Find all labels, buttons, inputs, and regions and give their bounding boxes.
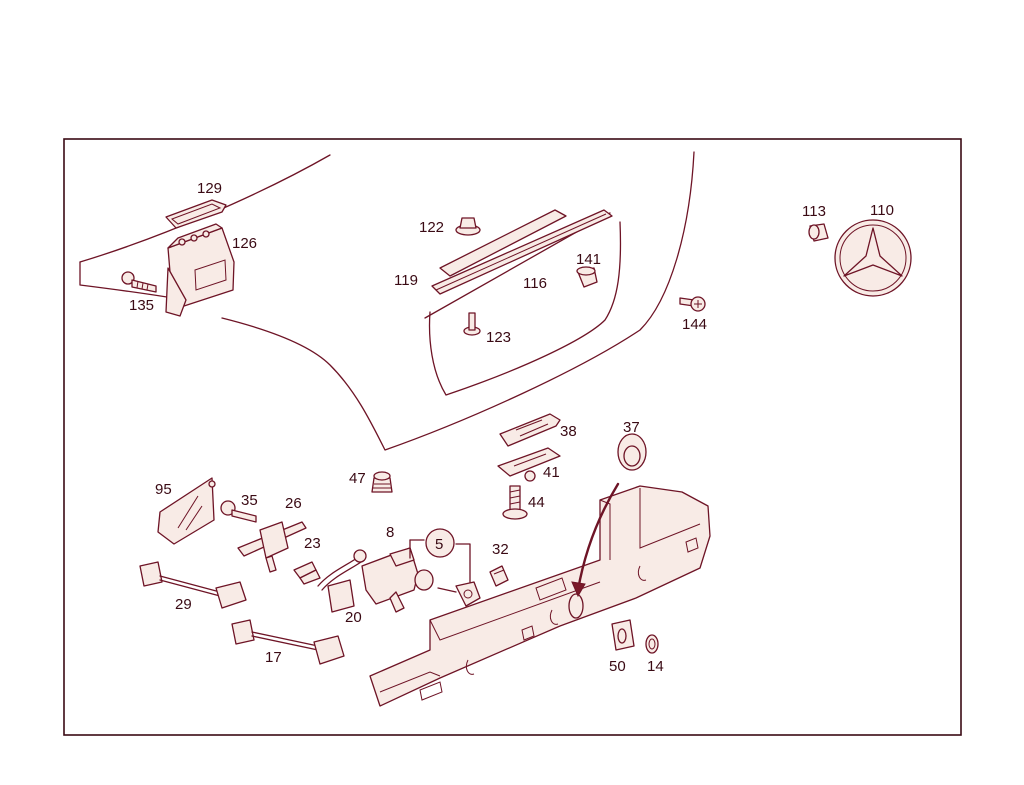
callout-129: 129 <box>197 180 222 197</box>
rod-20 <box>317 549 367 613</box>
callout-144: 144 <box>682 316 707 333</box>
bracket-38 <box>499 413 561 447</box>
callout-123: 123 <box>486 329 511 346</box>
switch-26 <box>237 521 307 573</box>
callout-116: 116 <box>523 275 547 292</box>
clip-113 <box>808 223 829 242</box>
star-emblem-110 <box>834 219 912 297</box>
release-arrow <box>571 482 620 598</box>
callout-35: 35 <box>241 492 258 509</box>
callout-122: 122 <box>419 219 444 236</box>
screw-123 <box>463 312 481 336</box>
screw-35 <box>220 500 257 523</box>
callout-26: 26 <box>285 495 302 512</box>
callout-8: 8 <box>386 524 394 541</box>
gasket-129 <box>165 199 227 229</box>
light-housing-126 <box>165 223 235 317</box>
grommet-141 <box>576 266 598 288</box>
trim-strip-116 <box>431 209 613 295</box>
callout-29: 29 <box>175 596 192 613</box>
callout-44: 44 <box>528 494 545 511</box>
bolt-44 <box>502 485 528 520</box>
callout-135: 135 <box>129 297 154 314</box>
cable-17 <box>231 619 345 665</box>
callout-20: 20 <box>345 609 362 626</box>
screw-144 <box>679 296 706 312</box>
callout-113: 113 <box>802 203 826 220</box>
callout-38: 38 <box>560 423 577 440</box>
callout-126: 126 <box>232 235 257 252</box>
callout-110: 110 <box>870 202 894 219</box>
callout-17: 17 <box>265 649 282 666</box>
callout-50: 50 <box>609 658 626 675</box>
clip-23 <box>293 561 321 585</box>
key-5 <box>437 581 481 607</box>
bracket-95 <box>157 477 216 545</box>
callout-41: 41 <box>543 464 560 481</box>
plate-41 <box>497 447 561 482</box>
callout-141: 141 <box>576 251 601 268</box>
lower-panel <box>369 485 711 707</box>
clip-50 <box>611 619 635 651</box>
callout-5: 5 <box>435 536 443 553</box>
clip-32 <box>489 565 509 587</box>
callout-37: 37 <box>623 419 640 436</box>
buffer-47 <box>371 471 393 493</box>
diagram-frame <box>63 138 962 736</box>
panel-119 <box>439 209 567 277</box>
nut-122 <box>455 217 481 236</box>
callout-14: 14 <box>647 658 664 675</box>
ring-14 <box>645 634 659 654</box>
callout-95: 95 <box>155 481 172 498</box>
callout-119: 119 <box>394 272 418 289</box>
callout-23: 23 <box>304 535 321 552</box>
cable-29 <box>139 561 247 609</box>
key-group-5 <box>409 528 471 585</box>
callout-32: 32 <box>492 541 509 558</box>
callout-47: 47 <box>349 470 366 487</box>
callout-labels: 129 126 135 122 119 116 141 123 113 110 … <box>129 180 894 675</box>
screw-135 <box>121 271 157 293</box>
lock-cylinder-8 <box>361 547 434 613</box>
grommet-37 <box>617 433 647 471</box>
